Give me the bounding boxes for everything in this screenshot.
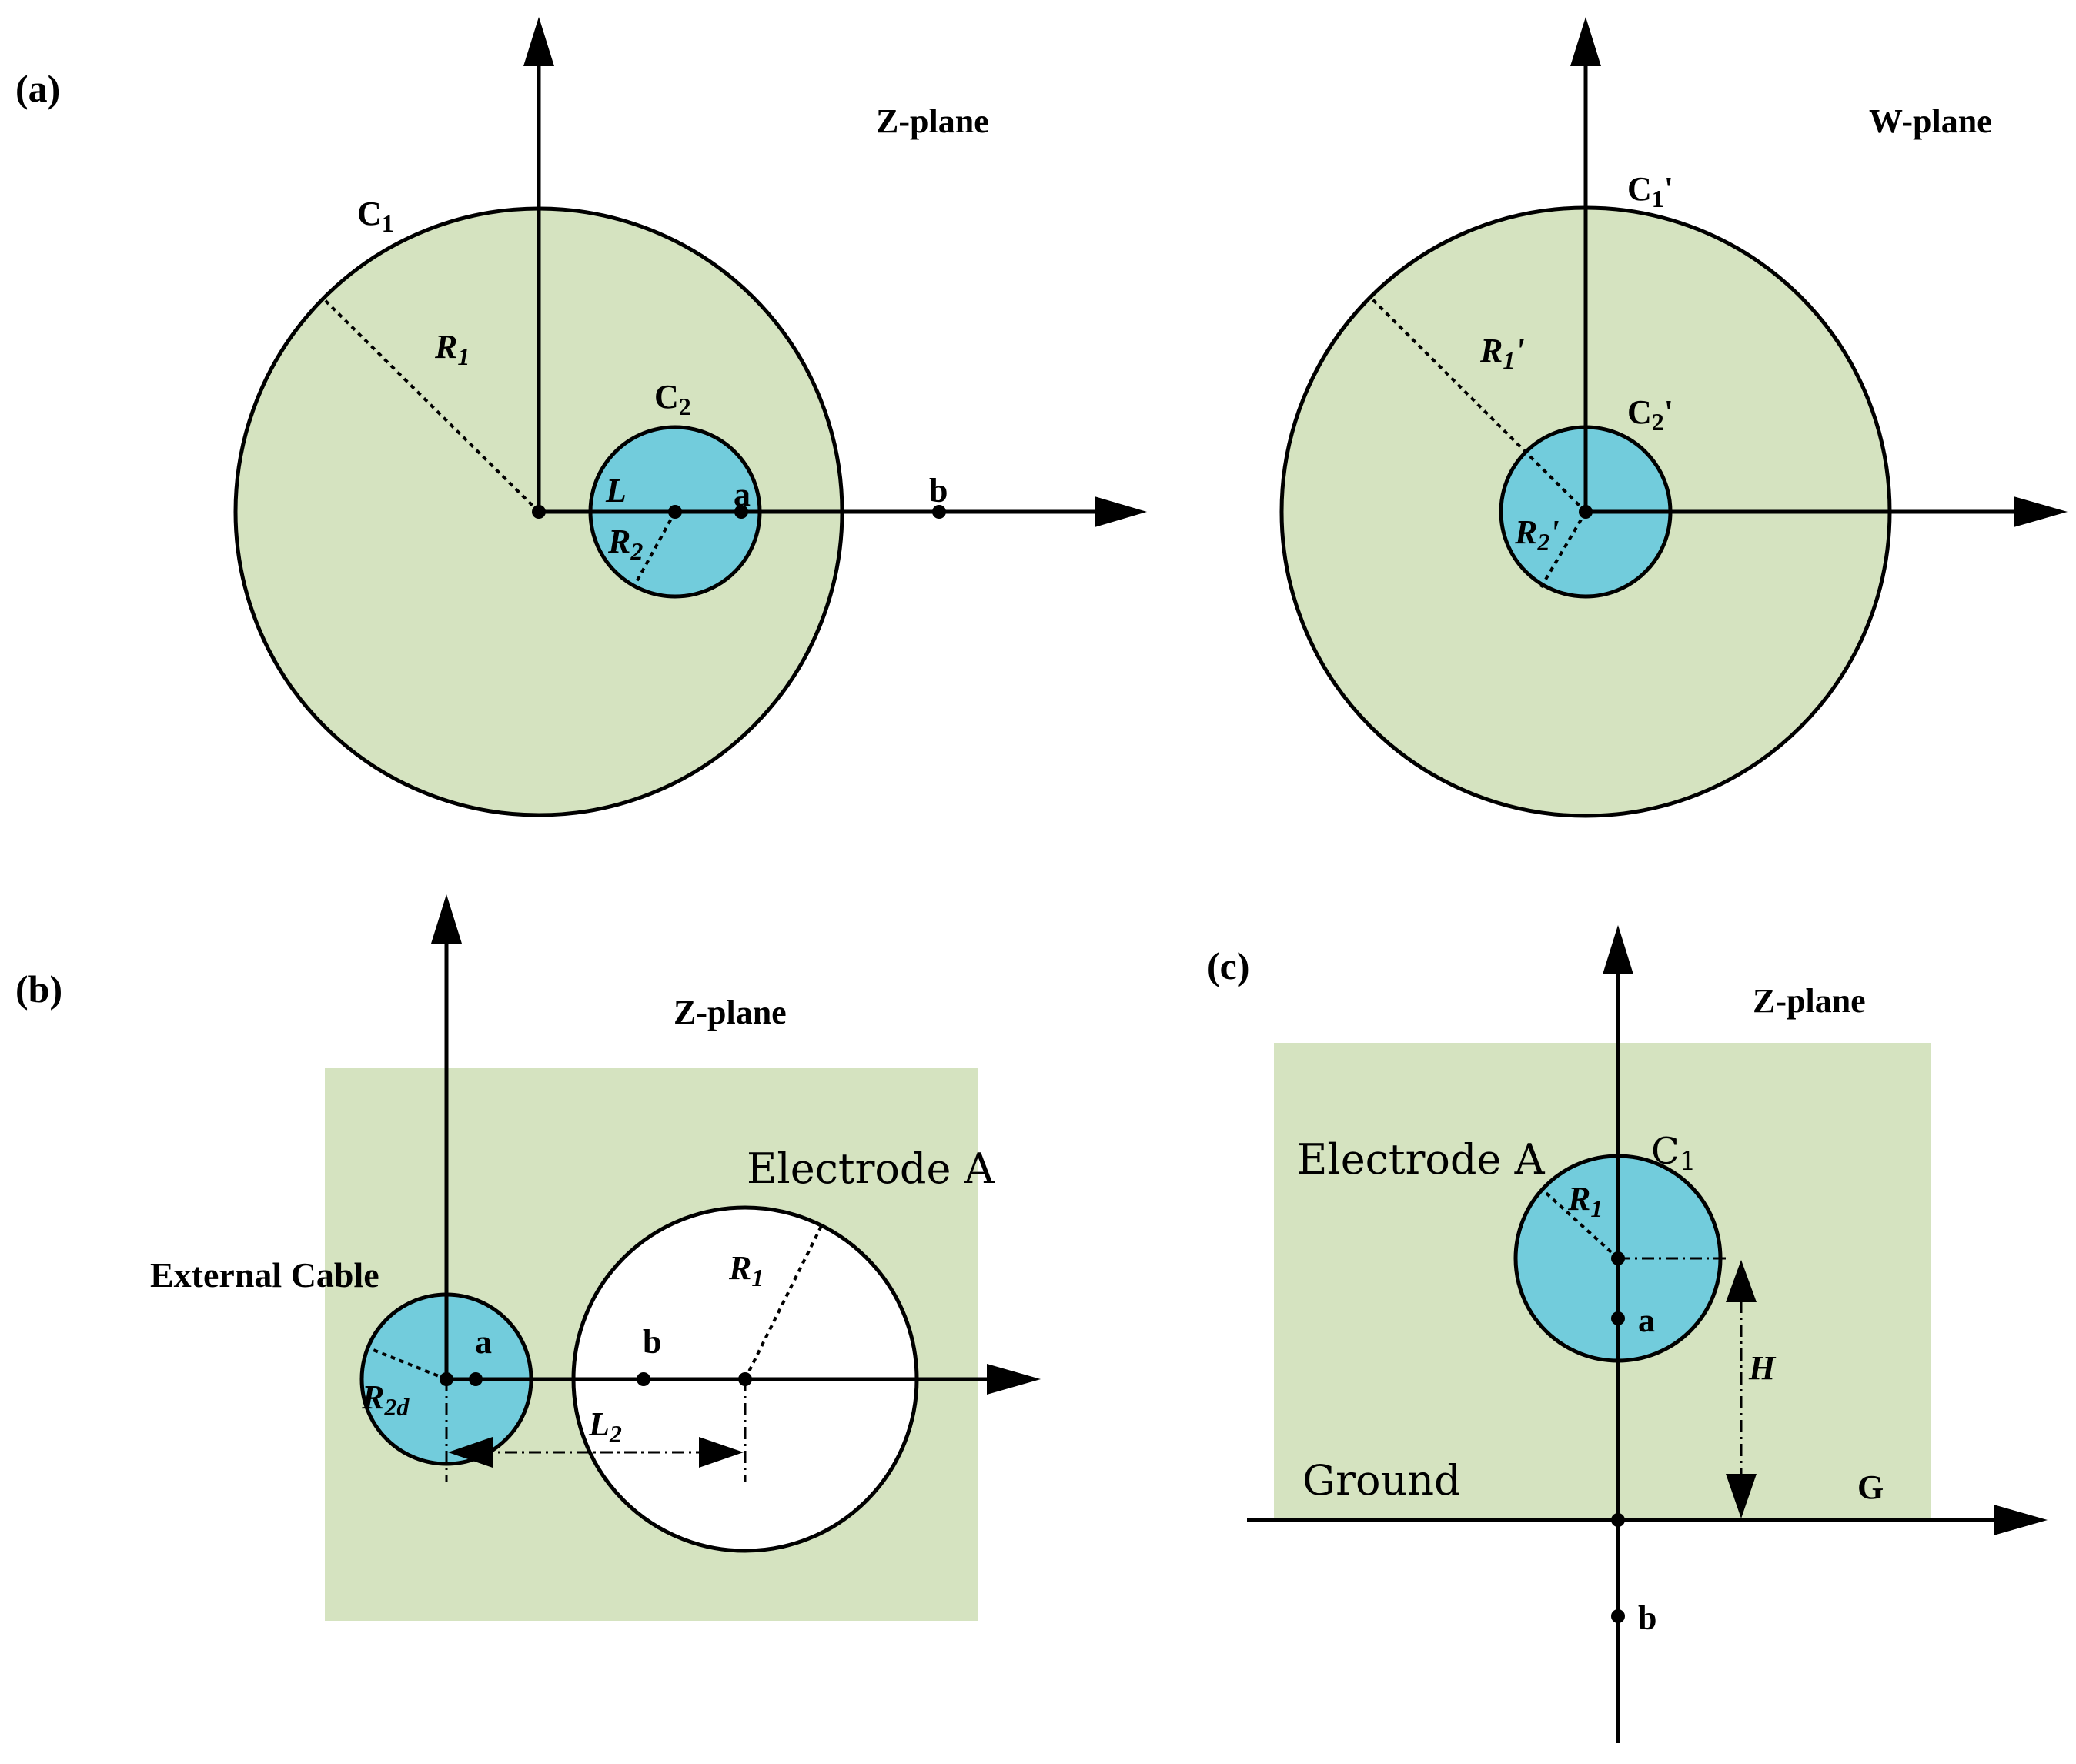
c1-prime-label: C1' bbox=[1627, 170, 1673, 212]
c1-label: C1 bbox=[357, 195, 394, 237]
cable-center-point bbox=[440, 1372, 453, 1386]
r1-radius-line bbox=[1540, 1188, 1620, 1260]
w-y-axis-arrow bbox=[1570, 17, 1601, 66]
r1-label: R1 bbox=[1567, 1180, 1603, 1222]
panel-a-label: (a) bbox=[15, 67, 60, 110]
w-plane-label: W-plane bbox=[1869, 102, 1992, 140]
w-x-axis-arrow bbox=[2014, 496, 2068, 527]
g-label: G bbox=[1857, 1468, 1884, 1506]
point-a-label: a bbox=[475, 1323, 492, 1361]
l2-arrow-right bbox=[699, 1437, 744, 1468]
ground-line-arrow bbox=[1994, 1505, 2048, 1535]
r1-label: R1 bbox=[728, 1249, 764, 1291]
z-plane-label: Z-plane bbox=[1753, 982, 1866, 1020]
point-b-label: b bbox=[929, 472, 948, 509]
panel-c-label: (c) bbox=[1207, 944, 1250, 987]
external-cable-label: External Cable bbox=[150, 1255, 379, 1295]
electrode-a-label: Electrode A bbox=[1297, 1135, 1546, 1184]
l2-arrow-left bbox=[448, 1437, 493, 1468]
l-label: L bbox=[605, 472, 627, 509]
r1-radius-line bbox=[322, 297, 540, 513]
point-a-dot bbox=[469, 1372, 483, 1386]
c1-label: C1 bbox=[1651, 1130, 1696, 1177]
origin-point bbox=[1611, 1513, 1625, 1527]
point-b-dot bbox=[637, 1372, 650, 1386]
electrode-a-label: Electrode A bbox=[747, 1144, 995, 1193]
h-arrow-top bbox=[1726, 1260, 1757, 1302]
c2-prime-label: C2' bbox=[1627, 393, 1673, 436]
point-b-dot bbox=[932, 505, 946, 519]
ground-label: Ground bbox=[1302, 1456, 1461, 1505]
r1-radius-line bbox=[744, 1225, 823, 1380]
origin-point bbox=[532, 505, 546, 519]
l2-label: L2 bbox=[588, 1405, 622, 1448]
point-a-label: a bbox=[734, 476, 751, 513]
x-axis-arrow bbox=[987, 1364, 1041, 1395]
c2-center-point bbox=[668, 505, 682, 519]
y-axis-arrow bbox=[1603, 925, 1633, 974]
point-a-label: a bbox=[1638, 1301, 1655, 1339]
electrode-center-point bbox=[1611, 1251, 1625, 1265]
point-b-label: b bbox=[1638, 1599, 1656, 1637]
r1-prime-radius-line bbox=[1370, 297, 1587, 513]
z-plane-label: Z-plane bbox=[674, 994, 787, 1031]
y-axis-arrow bbox=[523, 17, 554, 66]
point-a-dot bbox=[1611, 1311, 1625, 1325]
r1-label: R1 bbox=[434, 328, 470, 370]
point-a-dot bbox=[734, 505, 748, 519]
c2-label: C2 bbox=[654, 378, 691, 420]
h-label: H bbox=[1748, 1349, 1777, 1387]
point-b-label: b bbox=[643, 1323, 661, 1361]
panel-b: (b) Z-plane Electrode A External Cable R… bbox=[15, 894, 1041, 1621]
r2d-label: R2d bbox=[361, 1378, 410, 1421]
r2-prime-label: R2' bbox=[1514, 513, 1560, 556]
electrode-center-point bbox=[738, 1372, 752, 1386]
x-axis-arrow bbox=[1095, 496, 1147, 527]
y-axis-arrow bbox=[431, 894, 462, 944]
point-b-dot bbox=[1611, 1609, 1625, 1623]
panel-a-w-plane: W-plane C1' R1' C2' R2' bbox=[1279, 17, 2068, 818]
r2-label: R2 bbox=[607, 523, 643, 565]
z-plane-label: Z-plane bbox=[876, 102, 989, 140]
panel-a-z-plane: (a) Z-plane C1 R1 C2 L R2 a b bbox=[15, 17, 1147, 817]
w-origin-point bbox=[1579, 505, 1593, 519]
r2d-radius-line bbox=[369, 1347, 447, 1381]
panel-c: (c) Z-plane Electrode A C1 R1 H Ground G… bbox=[1207, 925, 2048, 1743]
r1-prime-label: R1' bbox=[1479, 332, 1525, 374]
h-arrow-bottom bbox=[1726, 1474, 1757, 1518]
panel-b-label: (b) bbox=[15, 967, 62, 1011]
